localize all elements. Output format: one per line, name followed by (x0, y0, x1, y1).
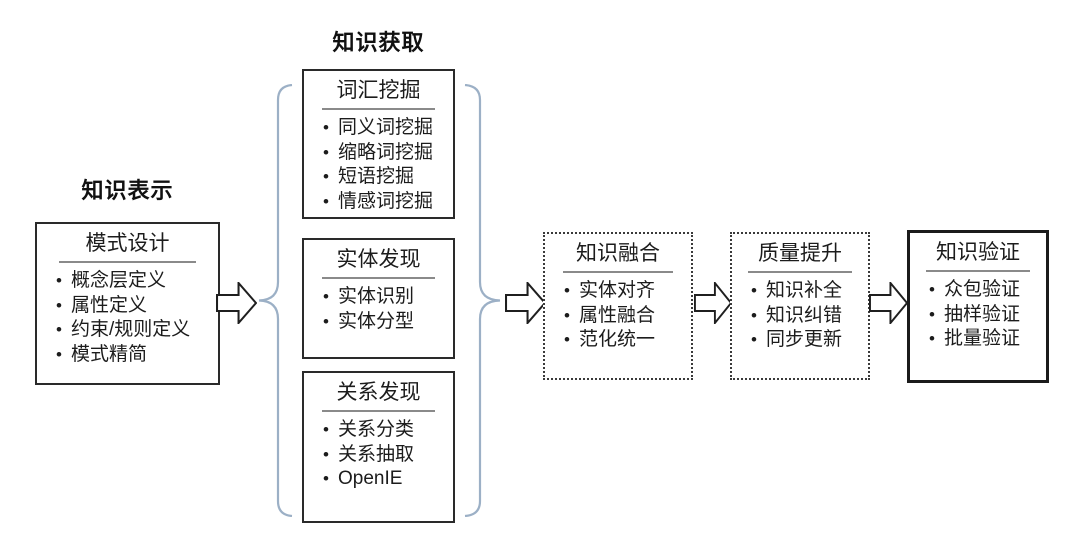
title-divider (926, 270, 1030, 272)
box-title: 质量提升 (758, 242, 842, 265)
bullet-list: 关系分类 关系抽取 OpenIE (304, 418, 453, 492)
box-schema-design: 模式设计 概念层定义 属性定义 约束/规则定义 模式精简 (35, 222, 220, 385)
flow-arrow-icon (505, 282, 546, 324)
box-title: 知识验证 (936, 241, 1020, 264)
box-title: 实体发现 (336, 248, 421, 271)
flow-arrow-icon (869, 282, 908, 324)
box-title: 模式设计 (85, 232, 170, 255)
bullet-list: 实体识别 实体分型 (304, 285, 453, 334)
bullet-item: 实体分型 (314, 310, 451, 335)
bullet-item: 缩略词挖掘 (314, 141, 451, 166)
title-divider (748, 271, 852, 273)
bullet-item: 实体识别 (314, 285, 451, 310)
bullet-list: 概念层定义 属性定义 约束/规则定义 模式精简 (37, 269, 218, 367)
box-title: 关系发现 (336, 381, 421, 404)
header-knowledge-acquisition: 知识获取 (332, 30, 425, 55)
box-quality-improvement: 质量提升 知识补全 知识纠错 同步更新 (730, 232, 870, 380)
box-vocab-mining: 词汇挖掘 同义词挖掘 缩略词挖掘 短语挖掘 情感词挖掘 (302, 69, 455, 219)
bullet-item: 众包验证 (920, 278, 1044, 303)
bullet-list: 实体对齐 属性融合 范化统一 (545, 279, 691, 353)
box-title: 词汇挖掘 (336, 79, 421, 102)
bullet-list: 众包验证 抽样验证 批量验证 (910, 278, 1046, 352)
bullet-item: 同义词挖掘 (314, 116, 451, 141)
bullet-list: 同义词挖掘 缩略词挖掘 短语挖掘 情感词挖掘 (304, 116, 453, 214)
bullet-item: 关系分类 (314, 418, 451, 443)
title-divider (321, 410, 436, 412)
title-divider (58, 261, 197, 263)
box-title: 知识融合 (576, 242, 660, 265)
bullet-item: 抽样验证 (920, 303, 1044, 328)
bullet-item: OpenIE (314, 467, 451, 492)
brace-right-icon (463, 84, 504, 517)
bullet-item: 模式精简 (47, 343, 216, 368)
bullet-item: 同步更新 (742, 328, 866, 353)
bullet-item: 约束/规则定义 (47, 318, 216, 343)
bullet-item: 属性融合 (555, 304, 689, 329)
flow-arrow-icon (694, 282, 732, 324)
bullet-item: 概念层定义 (47, 269, 216, 294)
bullet-item: 情感词挖掘 (314, 190, 451, 215)
bullet-item: 知识纠错 (742, 304, 866, 329)
bullet-list: 知识补全 知识纠错 同步更新 (732, 279, 868, 353)
bullet-item: 范化统一 (555, 328, 689, 353)
title-divider (321, 277, 436, 279)
bullet-item: 属性定义 (47, 294, 216, 319)
title-divider (321, 108, 436, 110)
header-knowledge-representation: 知识表示 (81, 178, 174, 203)
box-knowledge-fusion: 知识融合 实体对齐 属性融合 范化统一 (543, 232, 693, 380)
box-entity-discovery: 实体发现 实体识别 实体分型 (302, 238, 455, 359)
bullet-item: 知识补全 (742, 279, 866, 304)
bullet-item: 关系抽取 (314, 443, 451, 468)
title-divider (562, 271, 674, 273)
brace-left-icon (255, 84, 293, 517)
box-knowledge-verification: 知识验证 众包验证 抽样验证 批量验证 (907, 230, 1049, 383)
flow-arrow-icon (216, 282, 257, 324)
box-relation-discovery: 关系发现 关系分类 关系抽取 OpenIE (302, 371, 455, 523)
bullet-item: 短语挖掘 (314, 165, 451, 190)
bullet-item: 批量验证 (920, 327, 1044, 352)
bullet-item: 实体对齐 (555, 279, 689, 304)
